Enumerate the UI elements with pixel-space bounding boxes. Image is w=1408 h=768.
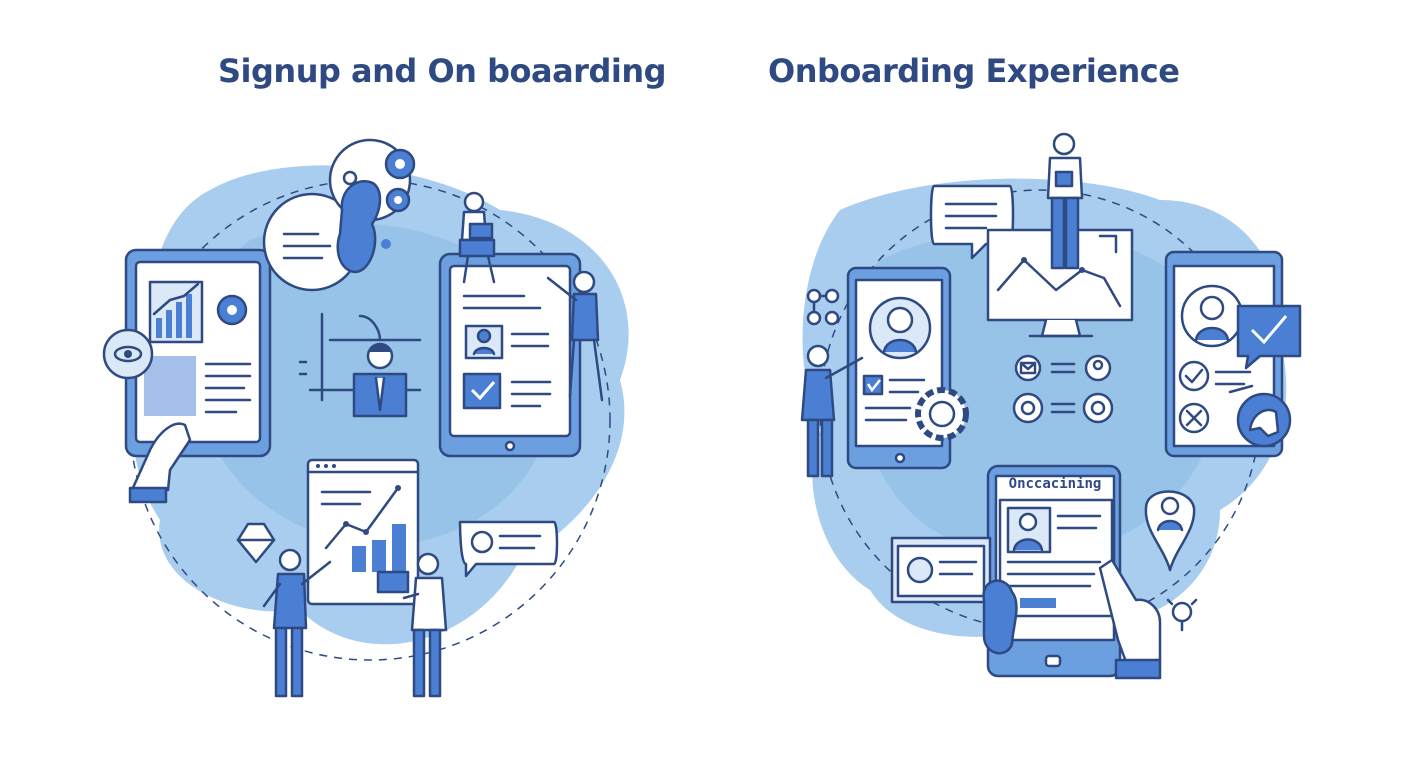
right-panel-title: Onboarding Experience bbox=[768, 52, 1180, 90]
checkmark-icon bbox=[1236, 304, 1302, 370]
pointing-hand-icon bbox=[1098, 558, 1162, 680]
chart-icon bbox=[152, 282, 200, 338]
gear-icon bbox=[915, 387, 969, 441]
person-icon bbox=[472, 328, 496, 356]
person-head-bubble bbox=[336, 179, 382, 274]
left-panel-title: Signup and On boaarding bbox=[218, 52, 667, 90]
animal-badge bbox=[1228, 384, 1292, 448]
center-person bbox=[298, 312, 422, 418]
pointing-person bbox=[800, 344, 864, 478]
profile-card bbox=[890, 536, 992, 604]
person-icon bbox=[1084, 354, 1112, 382]
presenter-person bbox=[262, 548, 332, 698]
person-icon bbox=[882, 306, 918, 354]
bottom-chart-screen bbox=[306, 458, 420, 606]
blue-creature bbox=[982, 579, 1018, 655]
network-nodes bbox=[806, 288, 840, 326]
standing-person-top bbox=[1046, 132, 1084, 270]
cross-icon bbox=[1178, 402, 1210, 434]
person-icon bbox=[1144, 490, 1196, 572]
person-icon bbox=[1012, 512, 1044, 552]
bottom-tablet: Onccacining bbox=[986, 464, 1122, 678]
gear-icon bbox=[216, 294, 248, 326]
pointing-hand-icon bbox=[128, 422, 192, 504]
right-illustration: Onccacining bbox=[800, 132, 1302, 680]
mail-icon bbox=[1014, 354, 1042, 382]
standing-person bbox=[546, 270, 604, 402]
checkmark-icon bbox=[1178, 360, 1210, 392]
diamond-icon bbox=[236, 522, 276, 564]
person-icon bbox=[1194, 295, 1230, 342]
left-illustration bbox=[102, 138, 629, 698]
chat-bubble-icon bbox=[458, 520, 559, 578]
target-icon bbox=[1012, 392, 1114, 424]
left-phone bbox=[846, 266, 952, 470]
right-tablet-left-panel bbox=[438, 252, 582, 458]
laptop-person bbox=[376, 552, 448, 698]
checkmark-icon bbox=[462, 372, 502, 410]
tablet-screen-label: Onccacining bbox=[1009, 476, 1102, 492]
right-tablet bbox=[1164, 250, 1284, 458]
lightbulb-icon bbox=[1166, 598, 1198, 632]
checkmark-icon bbox=[862, 374, 884, 396]
sitting-person bbox=[458, 191, 496, 284]
gear-icon bbox=[384, 148, 416, 213]
eye-icon bbox=[102, 328, 154, 380]
